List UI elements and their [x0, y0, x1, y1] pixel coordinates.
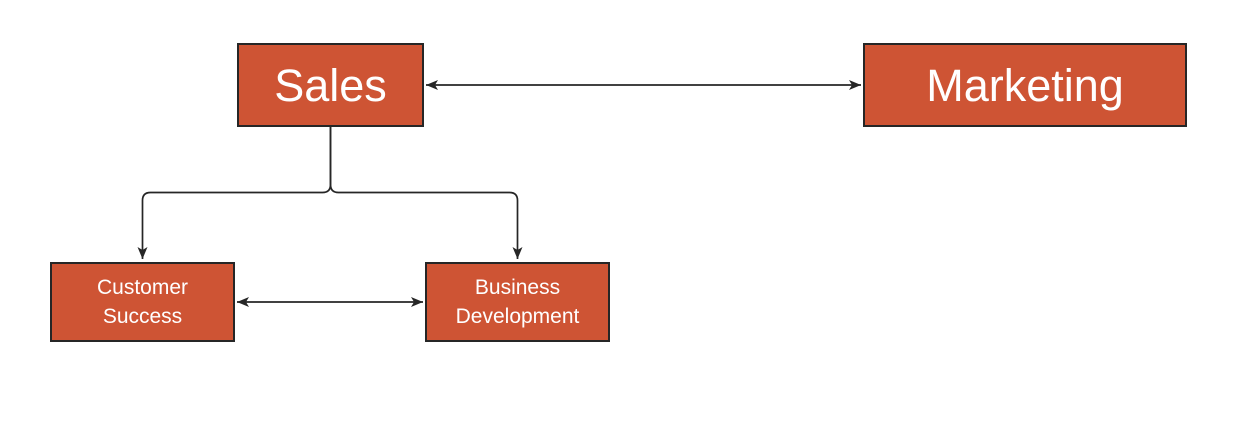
node-customer-success[interactable]: Customer Success — [50, 262, 235, 342]
node-sales[interactable]: Sales — [237, 43, 424, 127]
node-customer-success-label: Customer Success — [96, 275, 189, 328]
edge-sales-business-development[interactable] — [329, 126, 523, 259]
node-marketing-label: Marketing — [926, 59, 1124, 111]
node-marketing[interactable]: Marketing — [863, 43, 1187, 127]
node-business-development[interactable]: Business Development — [425, 262, 610, 342]
node-business-development-label: Business Development — [455, 275, 580, 328]
edge-sales-customer-success[interactable] — [137, 126, 332, 259]
node-sales-label: Sales — [274, 59, 387, 111]
